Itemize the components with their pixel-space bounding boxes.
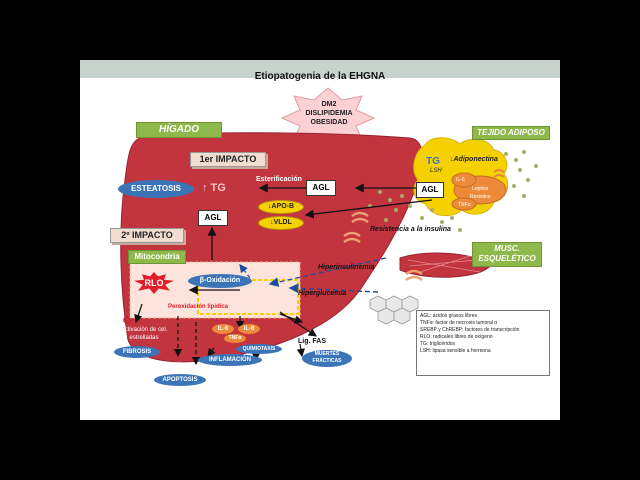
inflamacion-oval: INFLAMACIÓN [198, 354, 262, 366]
adipose-tnf-label: TNFα [458, 202, 471, 208]
mitochondria-tag: Mitocondria [128, 250, 186, 264]
hexagon-cluster [369, 295, 419, 325]
adiponectina-label: ↓Adiponectina [450, 156, 498, 163]
apob-oval: ↓APO-B [258, 200, 304, 214]
resistina-label: Resistina [470, 194, 491, 200]
slide: Etiopatogenia de la EHGNA [80, 60, 560, 420]
lig-fas-label: Lig. FAS [298, 338, 326, 345]
apoptosis-oval: APOPTOSIS [154, 374, 206, 386]
risk-obesidad: OBESIDAD [310, 119, 348, 126]
agl-box-adipose: AGL [416, 182, 444, 198]
resistencia-label: Resistencia a la insulina [370, 226, 451, 233]
legend-item: RLO: radicales libres de oxígeno [420, 334, 493, 340]
hiperinsulinemia-label: Hiperinsulinemia [318, 264, 375, 271]
legend-item: TG: triglicéridos [420, 341, 456, 347]
vldl-oval: ↓VLDL [258, 216, 304, 230]
esterificacion-label: Esterificación [256, 176, 302, 183]
diagram-title: Etiopatogenia de la EHGNA [254, 71, 386, 82]
diagram-graphics [120, 87, 538, 366]
legend-box: AGL: ácidos grasos libres TNFα: factor d… [416, 310, 550, 376]
rlo-burst: RLO [134, 272, 174, 294]
esteatosis-oval: ESTEATOSIS [118, 180, 194, 198]
il8-liver-oval: IL-8 [238, 324, 260, 334]
leptina-label: Leptina [472, 186, 489, 192]
lsh-label: LSH [430, 168, 442, 174]
adipose-tg-label: TG [426, 156, 440, 167]
second-impact-box: 2º IMPACTO [110, 228, 184, 243]
agl-box-mito: AGL [198, 210, 228, 226]
liver-tag: HÍGADO [136, 122, 222, 138]
risk-dm2: DM2 [321, 101, 337, 108]
adipose-tag: TEJIDO ADIPOSO [472, 126, 550, 140]
il6-liver-oval: IL-6 [212, 324, 234, 334]
legend-item: TNFα: factor de necrosis tumoral α [420, 320, 498, 326]
beta-oxidation-oval: β-Oxidación [188, 274, 252, 288]
agl-box-liver: AGL [306, 180, 336, 196]
first-impact-box: 1er IMPACTO [190, 152, 266, 167]
quimiotaxis-oval: QUIMIOTAXIS [236, 344, 282, 354]
tnfa-liver-oval: TNFα [224, 334, 246, 343]
legend-item: AGL: ácidos grasos libres [420, 313, 477, 319]
tg-increase-label: ↑ TG [202, 182, 226, 194]
glutation-label: ↓ Glutatión [156, 362, 185, 368]
risk-dislipidemia: DISLIPIDEMIA [305, 110, 353, 117]
muertes-oval: MUERTES FRÁCTICAS [302, 350, 352, 367]
peroxidation-label: Peroxidación lipídica [168, 304, 229, 310]
muscle-tag: MUSC. ESQUELÉTICO [472, 242, 542, 267]
legend-item: SREBP y ChREBP: factores de transcripció… [420, 327, 520, 333]
hiperglucemia-label: Hiperglucemia [298, 290, 347, 297]
top-bar [80, 60, 560, 78]
fibrosis-oval: FIBROSIS [114, 346, 160, 358]
legend-item: LSH: lipasa sensible a hormona [420, 348, 491, 354]
adipose-il6-label: IL-6 [456, 177, 465, 183]
risk-factors-text: DM2 DISLIPIDEMIA OBESIDAD [298, 100, 360, 127]
activation-label: Activación de cel. estrelladas [120, 327, 168, 341]
